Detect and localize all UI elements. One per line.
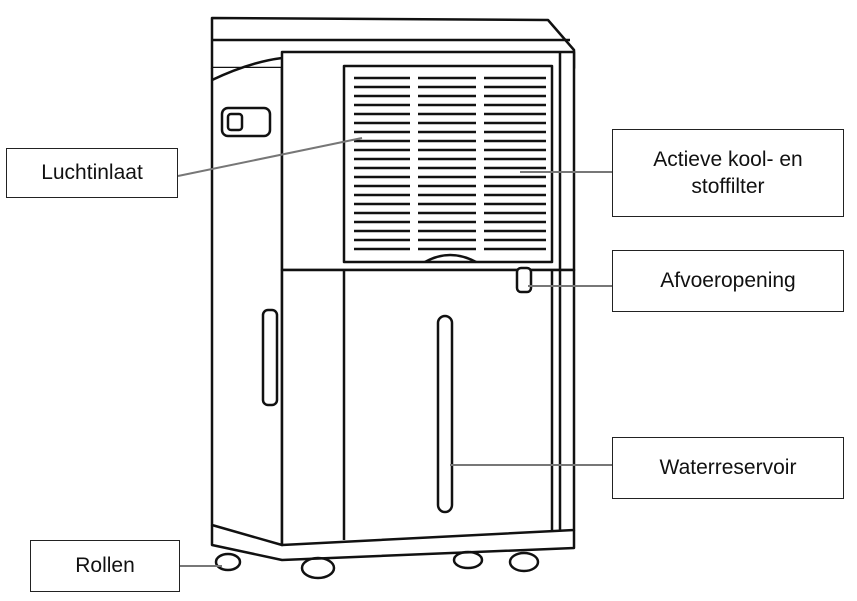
base xyxy=(210,525,576,562)
label-filter: Actieve kool- en stoffilter xyxy=(612,129,844,217)
label-wheels: Rollen xyxy=(30,540,180,592)
label-air-inlet-text: Luchtinlaat xyxy=(41,161,143,185)
front-lower-panel xyxy=(280,268,576,547)
label-reservoir: Waterreservoir xyxy=(612,437,844,499)
wheels xyxy=(214,550,540,580)
side-recess xyxy=(261,308,279,407)
air-inlet-grille xyxy=(342,64,554,264)
label-air-inlet: Luchtinlaat xyxy=(6,148,178,198)
label-drain: Afvoeropening xyxy=(612,250,844,312)
water-level-window xyxy=(436,314,454,514)
label-wheels-text: Rollen xyxy=(75,554,135,578)
drain-outlet xyxy=(515,266,533,294)
label-drain-text: Afvoeropening xyxy=(660,269,796,293)
label-filter-text: Actieve kool- en stoffilter xyxy=(653,147,803,198)
label-reservoir-text: Waterreservoir xyxy=(659,456,797,480)
side-panel xyxy=(210,68,284,547)
